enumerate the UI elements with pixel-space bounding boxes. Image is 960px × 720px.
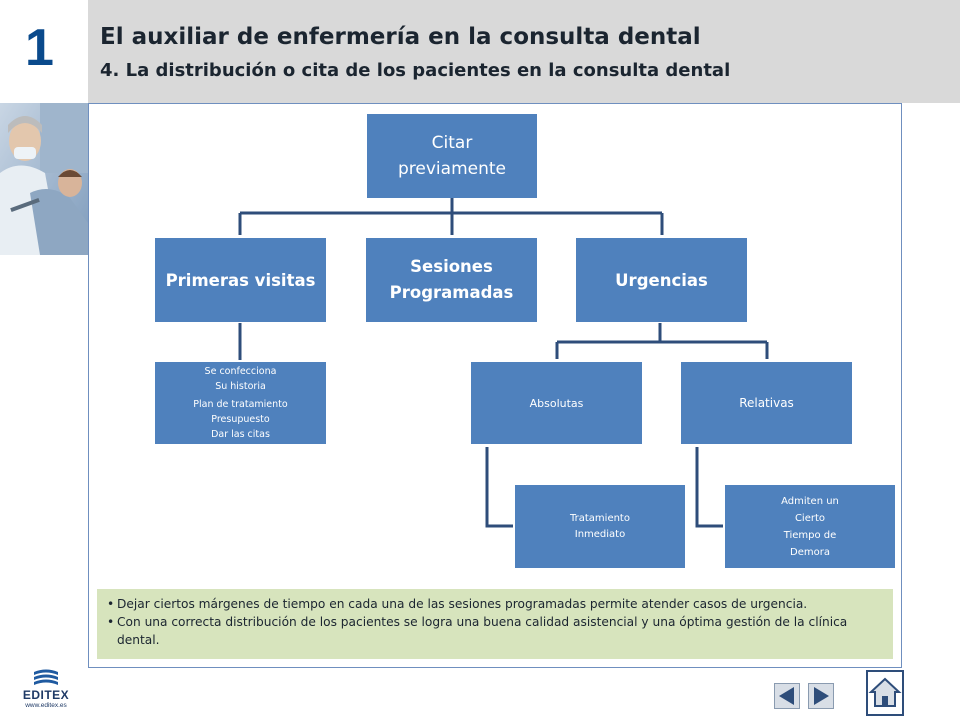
node-label: Programadas: [389, 283, 514, 302]
home-icon: [866, 670, 904, 716]
page-title: El auxiliar de enfermería en la consulta…: [100, 24, 701, 50]
node-absolutas: Absolutas: [471, 362, 642, 444]
next-button[interactable]: [808, 683, 834, 709]
node-label: Relativas: [739, 396, 794, 410]
unit-number: 1: [25, 19, 54, 77]
header-bar: [88, 0, 960, 103]
node-label: Sesiones: [410, 257, 493, 276]
node-primeras-visitas: Primeras visitas: [155, 238, 326, 322]
node-citar-previamente: Citar previamente: [367, 114, 537, 198]
node-urgencias: Urgencias: [576, 238, 747, 322]
node-label: Tratamiento: [570, 512, 630, 524]
home-button[interactable]: [866, 670, 904, 716]
node-label: Absolutas: [529, 396, 584, 410]
triangle-right-icon: [808, 683, 834, 709]
node-label: Urgencias: [615, 270, 708, 290]
logo-brand: EDITEX: [22, 688, 70, 702]
node-admiten-demora: Admiten un Cierto Tiempo de Demora: [725, 485, 895, 568]
node-tratamiento-inmediato: Tratamiento Inmediato: [515, 485, 685, 568]
node-label: Presupuesto: [211, 414, 270, 425]
note-item: Dejar ciertos márgenes de tiempo en cada…: [107, 595, 885, 613]
node-label: Inmediato: [574, 528, 626, 540]
node-sesiones-programadas: Sesiones Programadas: [366, 238, 537, 322]
node-label: Plan de tratamiento: [193, 399, 288, 410]
node-label: Tiempo de: [783, 529, 837, 541]
node-label: Admiten un: [781, 495, 839, 507]
node-label: Su historia: [215, 381, 266, 392]
node-label: Demora: [790, 546, 830, 558]
prev-button[interactable]: [774, 683, 800, 709]
editex-logo: EDITEX www.editex.es: [14, 668, 78, 712]
note-item: Con una correcta distribución de los pac…: [107, 613, 885, 649]
node-label: Citar: [431, 133, 473, 153]
node-primeras-detail: Se confecciona Su historia Plan de trata…: [155, 362, 326, 444]
page-subtitle: 4. La distribución o cita de los pacient…: [100, 60, 731, 81]
node-label: Dar las citas: [211, 429, 270, 440]
node-label: Cierto: [794, 512, 826, 524]
dentist-photo: [0, 103, 88, 255]
notes-list: Dejar ciertos márgenes de tiempo en cada…: [107, 595, 885, 649]
node-label: previamente: [398, 159, 506, 179]
node-label: Se confecciona: [204, 366, 277, 377]
triangle-left-icon: [774, 683, 800, 709]
node-relativas: Relativas: [681, 362, 852, 444]
logo-url: www.editex.es: [25, 702, 67, 709]
notes-box: Dejar ciertos márgenes de tiempo en cada…: [97, 589, 893, 659]
node-label: Primeras visitas: [165, 270, 316, 290]
